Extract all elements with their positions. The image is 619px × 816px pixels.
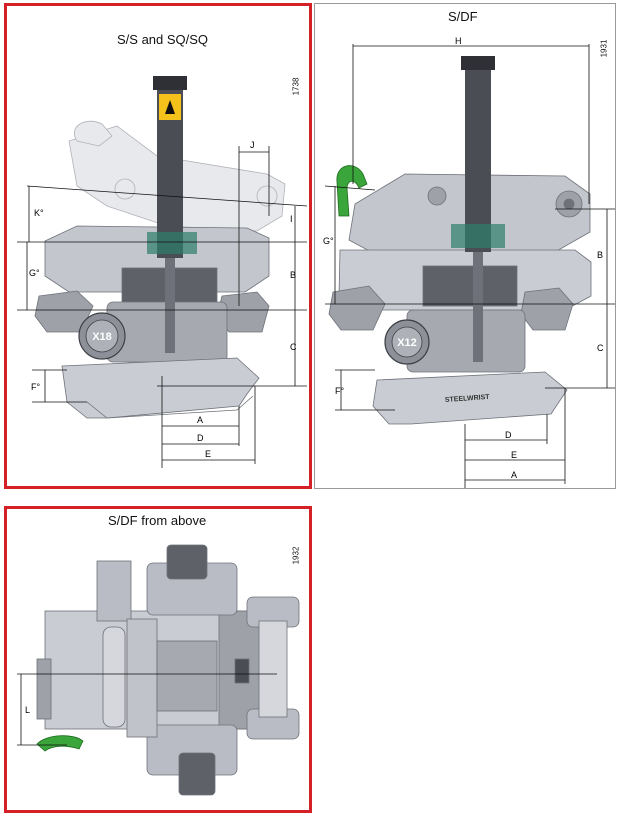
dim-f: F° — [31, 382, 40, 392]
x12-badge: X12 — [384, 319, 430, 365]
dim-h: H — [455, 36, 462, 46]
dim-k: K° — [34, 208, 44, 218]
main-body — [328, 173, 592, 425]
panel-ss-sq: S/S and SQ/SQ 1738 X18 — [4, 3, 312, 489]
diagram-above: L — [17, 544, 300, 796]
dim-b: B — [597, 250, 603, 260]
x18-badge: X18 — [78, 312, 126, 360]
hydraulic-cylinder — [147, 76, 197, 353]
panel-sdf: S/DF 1931 X12 STEELWRIST — [314, 3, 616, 489]
dim-d: D — [197, 433, 204, 443]
dim-e: E — [511, 450, 517, 460]
dim-c: C — [597, 343, 604, 353]
dim-a: A — [197, 415, 203, 425]
brand-text: STEELWRIST — [445, 394, 491, 404]
hydraulic-cylinder — [451, 56, 505, 362]
dim-b: B — [290, 270, 296, 280]
dim-a: A — [511, 470, 517, 480]
dim-e: E — [205, 449, 211, 459]
dim-c: C — [290, 342, 297, 352]
dim-j: J — [250, 140, 255, 150]
panel-title-sdf: S/DF — [448, 9, 478, 24]
dim-f: F° — [335, 386, 344, 396]
dimension-lines — [324, 44, 615, 488]
panel-title-above: S/DF from above — [108, 513, 207, 528]
main-body — [34, 225, 270, 419]
dim-l: L — [25, 705, 30, 715]
panel-sdf-above: S/DF from above 1932 L — [4, 506, 312, 813]
x12-label: X12 — [397, 337, 417, 349]
dimension-lines — [17, 673, 277, 746]
lifting-hook-icon — [36, 735, 84, 752]
dimension-lines — [17, 146, 308, 468]
diagram-sdf: X12 STEELWRIST — [323, 36, 615, 488]
dim-d: D — [505, 430, 512, 440]
top-view-body — [36, 544, 300, 796]
x18-label: X18 — [92, 331, 112, 343]
dim-i: I — [290, 214, 293, 224]
panel-title-ss: S/S and SQ/SQ — [117, 32, 209, 47]
dim-g: G° — [323, 236, 334, 246]
diagram-ss: X18 — [17, 76, 308, 468]
dim-g: G° — [29, 268, 40, 278]
